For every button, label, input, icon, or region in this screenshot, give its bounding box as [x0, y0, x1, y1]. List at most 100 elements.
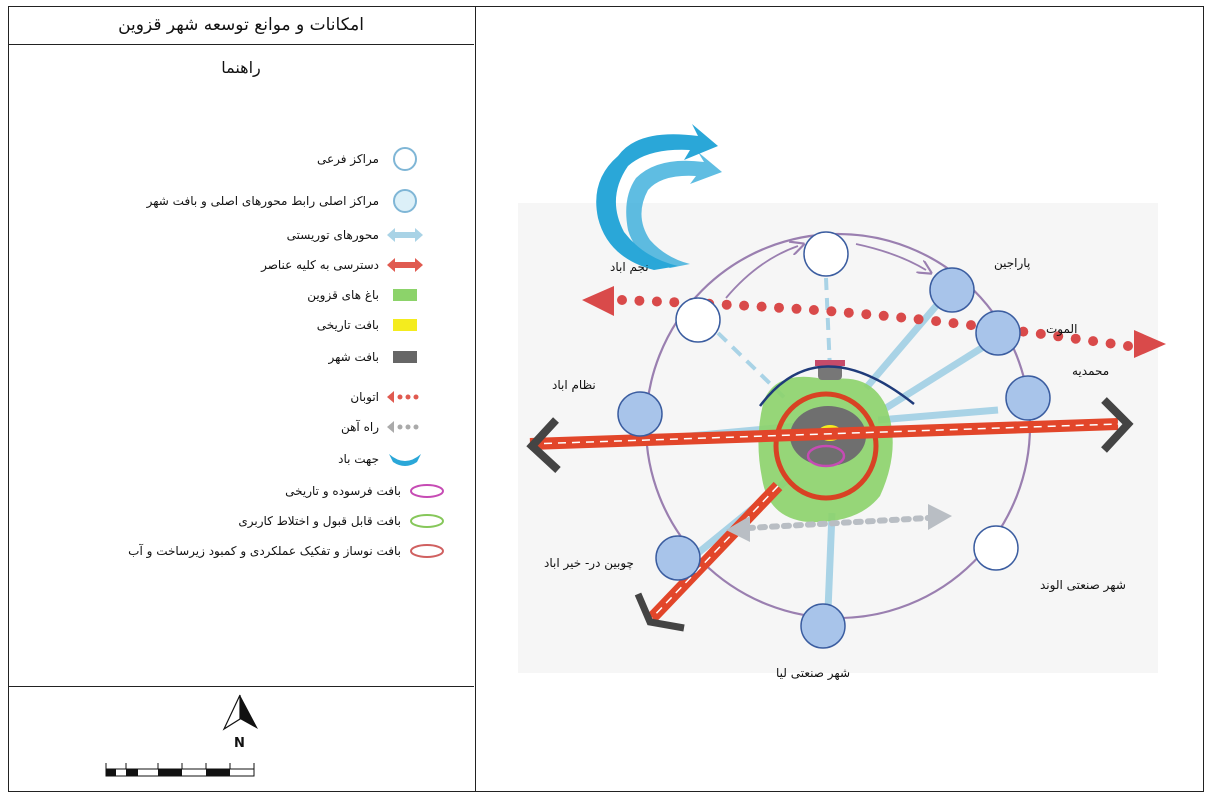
legend-item-new-fabric: بافت نوساز و تفکیک عملکردی و کمبود زیرسا… [128, 540, 445, 562]
legend-item-label: محورهای توریستی [286, 228, 379, 242]
label-nezam-abad: نظام اباد [552, 378, 596, 392]
filled-circle-icon [387, 189, 423, 213]
node-nezam-abad [617, 391, 663, 437]
legend-item-label: بافت شهر [328, 350, 379, 364]
legend-panel: امکانات و موانع توسعه شهر قزوین راهنما م… [8, 6, 476, 792]
purple-ellipse-icon [409, 480, 445, 502]
node-north [803, 231, 849, 277]
gray-rect-icon [387, 346, 423, 368]
node-parajin [929, 267, 975, 313]
access-dot [1035, 328, 1046, 339]
access-dot [669, 297, 680, 308]
legend-item-railway: راه آهن [341, 416, 423, 438]
page-frame [8, 6, 1204, 792]
label-choobin: چوبین در- خیر اباد [544, 556, 634, 570]
green-ellipse-icon [409, 510, 445, 532]
access-dot [1018, 326, 1029, 337]
worn-fabric-ellipse [806, 444, 846, 468]
label-mohammadieh: محمدیه [1072, 364, 1110, 378]
node-mohammadieh [1005, 375, 1051, 421]
legend-item-gardens: باغ های قزوین [307, 284, 423, 306]
access-dot [1105, 338, 1116, 349]
node-choobin [655, 535, 701, 581]
double-arrow-red-icon [387, 254, 423, 276]
access-dot [1088, 336, 1099, 347]
wind-direction-icon [387, 448, 423, 470]
access-dot [756, 301, 767, 312]
label-lia: شهر صنعتی لیا [776, 666, 850, 680]
legend-title: امکانات و موانع توسعه شهر قزوین [8, 6, 474, 45]
development-diagram: نجم اباد پاراجین الموت محمدیه نظام اباد … [478, 8, 1202, 790]
legend-item-access: دسترسی به کلیه عناصر [261, 254, 423, 276]
legend-subtitle: راهنما [221, 58, 261, 77]
outline-circle-icon [387, 147, 423, 171]
legend-item-acceptable-fabric: بافت قابل قبول و اختلاط کاربری [238, 510, 445, 532]
node-alvand [973, 525, 1019, 571]
legend-item-highway: اتوبان [350, 386, 423, 408]
legend-item-label: بافت تاریخی [316, 318, 379, 332]
access-dot [931, 316, 942, 327]
access-dot [826, 306, 837, 317]
access-dot [843, 307, 854, 318]
legend-item-sub-center: مراکز فرعی [316, 147, 423, 171]
legend-item-tourist-axis: محورهای توریستی [287, 224, 423, 246]
access-dot [739, 300, 750, 311]
access-dot [878, 310, 889, 321]
railway [726, 504, 952, 542]
legend-item-city-fabric: بافت شهر [328, 346, 423, 368]
legend-item-wind: جهت باد [338, 448, 423, 470]
legend-item-label: بافت نوساز و تفکیک عملکردی و کمبود زیرسا… [128, 544, 401, 558]
access-dot [651, 296, 662, 307]
legend-item-label: مراکز فرعی [316, 152, 379, 166]
legend-item-main-center: مراکز اصلی رابط محورهای اصلی و بافت شهر [146, 189, 423, 213]
legend-item-label: دسترسی به کلیه عناصر [261, 258, 379, 272]
double-arrow-lightblue-icon [387, 224, 423, 246]
highway-southwest [634, 481, 783, 632]
access-dot [721, 299, 732, 310]
legend-item-label: بافت فرسوده و تاریخی [285, 484, 401, 498]
dotted-gray-arrow-icon [387, 416, 423, 438]
access-dot [913, 314, 924, 325]
north-arrow-icon [222, 694, 258, 731]
label-alamut: الموت [1046, 322, 1078, 336]
label-parajin: پاراجین [994, 256, 1031, 270]
nodes [617, 231, 1051, 649]
scale-bar [105, 763, 255, 777]
legend-item-label: بافت قابل قبول و اختلاط کاربری [238, 514, 401, 528]
label-najm-abad: نجم اباد [610, 260, 649, 274]
access-dot [896, 312, 907, 323]
label-alvand: شهر صنعتی الوند [1040, 578, 1126, 592]
legend-item-label: جهت باد [338, 452, 379, 466]
legend-item-label: مراکز اصلی رابط محورهای اصلی و بافت شهر [146, 194, 379, 208]
access-dot [617, 295, 627, 305]
access-dot [861, 309, 872, 320]
legend-item-historic: بافت تاریخی [317, 314, 423, 336]
ring-links [725, 244, 926, 299]
center-arc [758, 365, 915, 407]
legend-item-label: اتوبان [350, 390, 379, 404]
access-dot [966, 320, 976, 331]
access-dot [948, 318, 959, 329]
legend-item-label: باغ های قزوین [307, 288, 379, 302]
node-najm-abad [675, 297, 721, 343]
north-label: N [234, 736, 245, 751]
access-dot [1053, 331, 1064, 342]
highway-east-west [526, 397, 1134, 473]
city-fabric-north-edge [815, 360, 845, 366]
legend-item-label: راه آهن [340, 420, 379, 434]
node-alamut [975, 310, 1021, 356]
yellow-rect-icon [387, 314, 423, 336]
access-dot [634, 295, 645, 306]
access-dot [808, 305, 819, 315]
access-dot [1123, 341, 1133, 351]
access-dot [791, 303, 802, 314]
new-fabric-ring [773, 391, 879, 501]
red-ellipse-icon [409, 540, 445, 562]
access-dot [1070, 333, 1081, 344]
node-lia [800, 603, 846, 649]
access-dot [774, 302, 784, 313]
wind-arrows [596, 124, 722, 270]
green-rect-icon [387, 284, 423, 306]
compass-box: N [8, 686, 474, 791]
dotted-red-arrow-icon [387, 386, 423, 408]
